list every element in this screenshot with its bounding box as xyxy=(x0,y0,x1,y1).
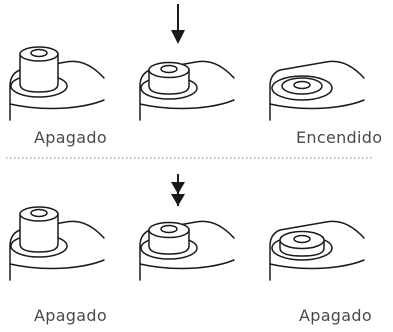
label-top-right: Encendido xyxy=(296,128,383,147)
press-arrow-icon xyxy=(171,4,185,44)
button-pressed-icon xyxy=(139,60,235,121)
label-top-left: Apagado xyxy=(34,128,107,147)
label-bottom-right: Apagado xyxy=(299,306,372,325)
button-raised-icon xyxy=(9,206,105,281)
button-raised-icon xyxy=(9,46,105,121)
label-bottom-left: Apagado xyxy=(34,306,107,325)
button-released-icon xyxy=(269,220,365,281)
double-press-arrow-icon xyxy=(171,174,185,206)
button-pressed-icon xyxy=(139,220,235,281)
button-latched-icon xyxy=(269,60,365,121)
